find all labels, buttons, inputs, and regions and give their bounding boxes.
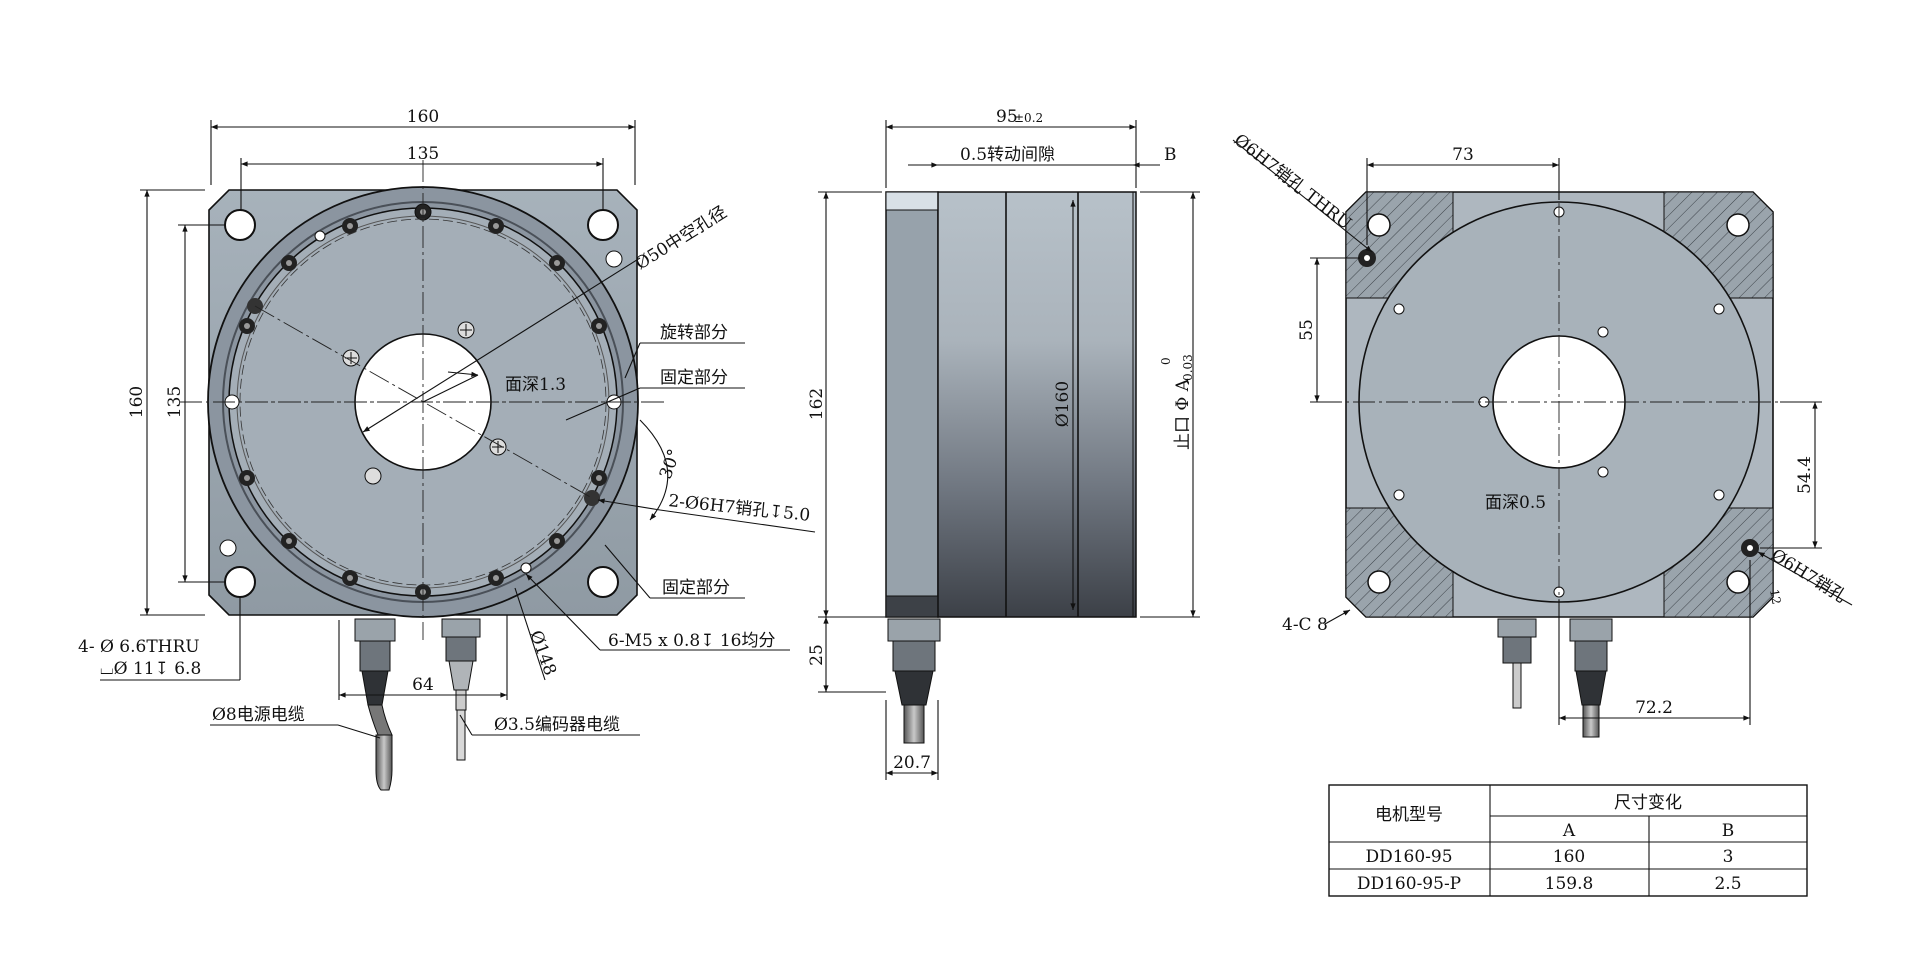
angle-label: 30° [656, 447, 685, 482]
dim-hole-spacing-x: 135 [407, 144, 439, 164]
fixed-part-label-1: 固定部分 [660, 368, 728, 388]
mount-hole-label-1: 4- Ø 6.6THRU [78, 637, 200, 657]
power-cable-gland [354, 618, 396, 736]
table-cell-a: 160 [1553, 847, 1585, 867]
encoder-cable-label: Ø3.5编码器电缆 [494, 715, 620, 735]
dim-width: 160 [407, 107, 439, 127]
cable-height-dim: 25 [807, 644, 827, 666]
back-pin-hole-thru: Ø6H7销孔 THRU [1230, 130, 1355, 234]
dim-height: 160 [127, 386, 147, 418]
mount-hole-label-2: ⌴Ø 11↧ 6.8 [100, 659, 201, 679]
back-dim-12: 12 [1767, 588, 1783, 605]
hollow-dia-label: Ø50中空孔径 [632, 202, 730, 274]
pin-hole-label: 2-Ø6H7销孔↧5.0 [667, 491, 811, 526]
cable-spacing-dim: 64 [412, 675, 434, 695]
face-screws [342, 321, 507, 485]
side-flange [885, 191, 939, 618]
table-header-group: 尺寸变化 [1614, 793, 1682, 813]
side-height-dim: 162 [807, 388, 827, 420]
face-depth-label: 面深1.3 [505, 375, 566, 395]
thread-label: 6-M5 x 0.8↧ 16均分 [608, 631, 776, 651]
spigot-tol-upper: 0 [1159, 357, 1173, 365]
spigot-tol-lower: -0.03 [1181, 354, 1195, 385]
table-cell-model: DD160-95-P [1357, 874, 1461, 894]
table-header-a: A [1562, 821, 1576, 841]
side-body [937, 191, 1137, 618]
back-dim-72-2: 72.2 [1635, 698, 1673, 718]
dim-b-label: B [1164, 145, 1177, 165]
table-header-model: 电机型号 [1375, 805, 1443, 825]
gap-label: 0.5转动间隙 [960, 145, 1055, 165]
front-view: 160 135 160 135 Ø50中空孔径 面深1.3 旋转部分 固定部分 … [78, 107, 816, 791]
side-length-tol: ±0.2 [1014, 111, 1043, 125]
fixed-part-label-2: 固定部分 [662, 578, 730, 598]
spigot-label: 止口 Φ A [1173, 378, 1193, 450]
table-cell-b: 2.5 [1714, 874, 1741, 894]
side-dia-dim: Ø160 [1053, 381, 1073, 427]
mount-holes [219, 209, 623, 598]
table-cell-a: 159.8 [1545, 874, 1594, 894]
encoder-cable-gland [441, 618, 481, 711]
back-face-depth: 面深0.5 [1485, 493, 1546, 513]
back-dim-73: 73 [1452, 145, 1474, 165]
table-cell-model: DD160-95 [1365, 847, 1452, 867]
rotating-part-label: 旋转部分 [660, 323, 728, 343]
encoder-cable [456, 709, 466, 761]
cable-width-dim: 20.7 [893, 753, 931, 773]
back-dim-55: 55 [1297, 319, 1317, 341]
power-cable [375, 734, 393, 791]
pcd-label: Ø148 [525, 628, 560, 678]
table-cell-b: 3 [1723, 847, 1734, 867]
table-header-b: B [1722, 821, 1735, 841]
back-chamfer: 4-C 8 [1282, 615, 1328, 635]
side-view: 95 ±0.2 0.5转动间隙 B 162 Ø160 止口 Φ A 0 -0.0… [807, 107, 1200, 780]
dimension-table: 电机型号 尺寸变化 A B DD160-95 160 3 DD160-95-P … [1328, 784, 1808, 897]
dim-hole-spacing-y: 135 [165, 386, 185, 418]
back-view: 73 Ø6H7销孔 THRU 55 面深0.5 54.4 Ø6H7销孔 12 4… [1230, 130, 1853, 738]
side-length-dim: 95 [996, 107, 1018, 127]
back-dim-54-4: 54.4 [1795, 456, 1815, 494]
power-cable-label: Ø8电源电缆 [212, 705, 305, 725]
